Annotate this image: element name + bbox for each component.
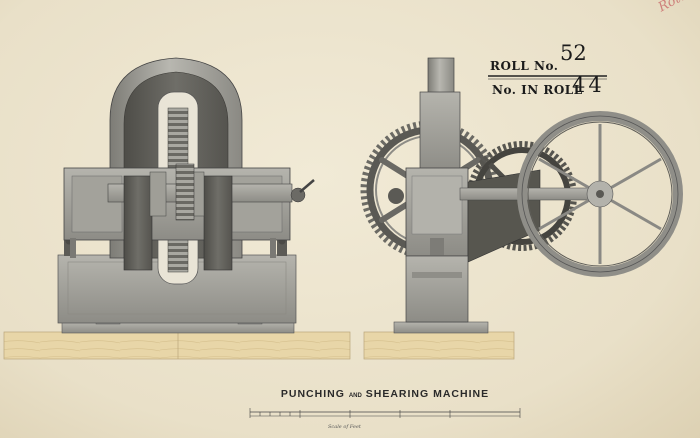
scale-bar [249,408,521,418]
side-elevation [360,57,683,360]
drawing-title: PUNCHING AND SHEARING MACHINE [250,388,520,400]
scale-caption: Scale of Feet [328,424,361,430]
timber-base-left [3,331,351,360]
roll-number: 52 [560,41,587,65]
title-conjunction: AND [348,393,362,399]
in-roll-label: No. IN ROLL [492,83,583,97]
title-word-shearing-machine: SHEARING MACHINE [365,388,490,400]
flywheel [517,111,683,277]
in-roll-number: 44 [572,73,605,97]
front-elevation [3,57,351,360]
title-word-punching: PUNCHING [280,388,345,400]
roll-label: ROLL No. [490,59,559,73]
timber-base-right [363,331,515,360]
